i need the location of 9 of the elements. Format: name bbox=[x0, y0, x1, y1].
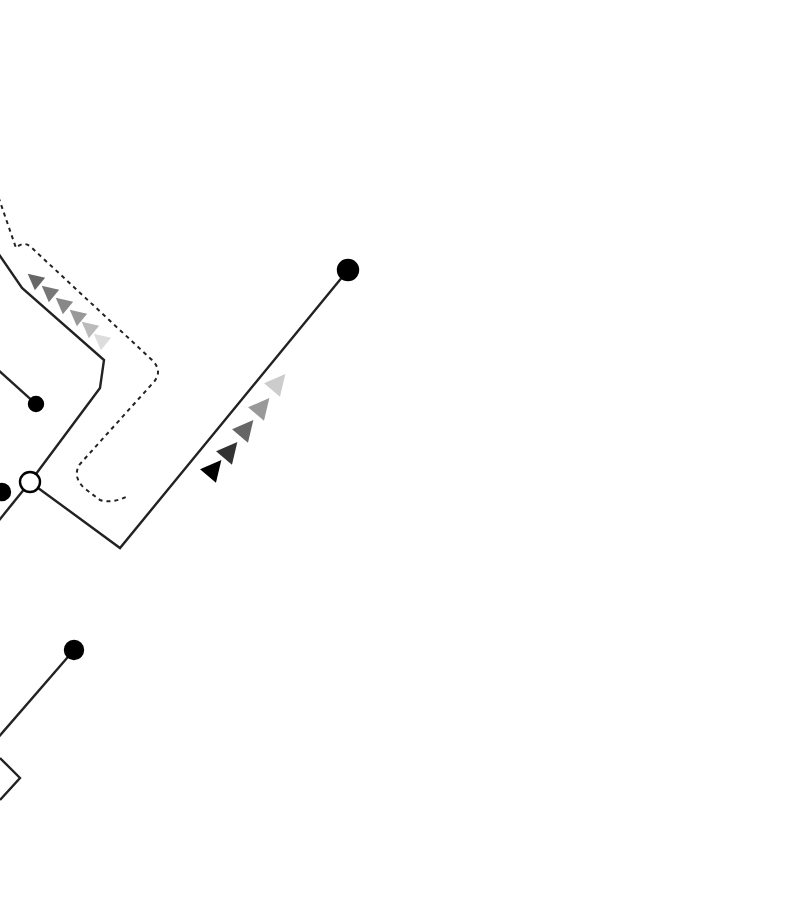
connector-line bbox=[37, 276, 343, 550]
connector-line bbox=[0, 249, 106, 475]
junction-dot bbox=[336, 258, 360, 282]
connector-line bbox=[0, 489, 25, 525]
connector-line bbox=[0, 367, 32, 401]
junction-dot bbox=[27, 395, 45, 413]
connector-line bbox=[0, 656, 69, 741]
open-junction-circle bbox=[18, 470, 42, 494]
junction-dot bbox=[63, 639, 85, 661]
